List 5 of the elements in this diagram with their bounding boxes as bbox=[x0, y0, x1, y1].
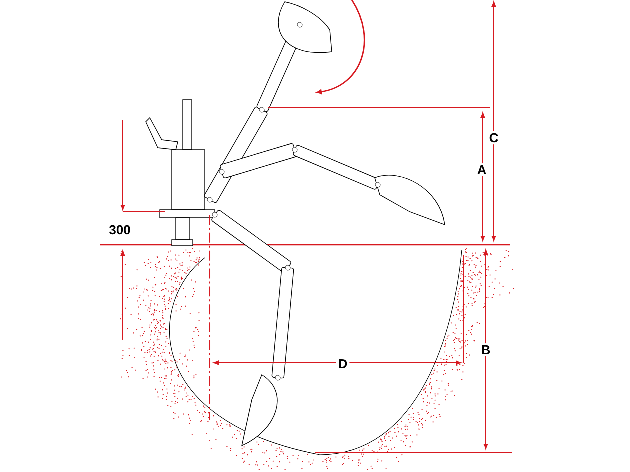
dimension-label: 300 bbox=[107, 223, 133, 237]
dimension-label: C bbox=[487, 131, 501, 145]
dimension-label: A bbox=[475, 164, 489, 176]
dimension-label: D bbox=[336, 358, 350, 370]
dimension-label: B bbox=[479, 344, 493, 356]
